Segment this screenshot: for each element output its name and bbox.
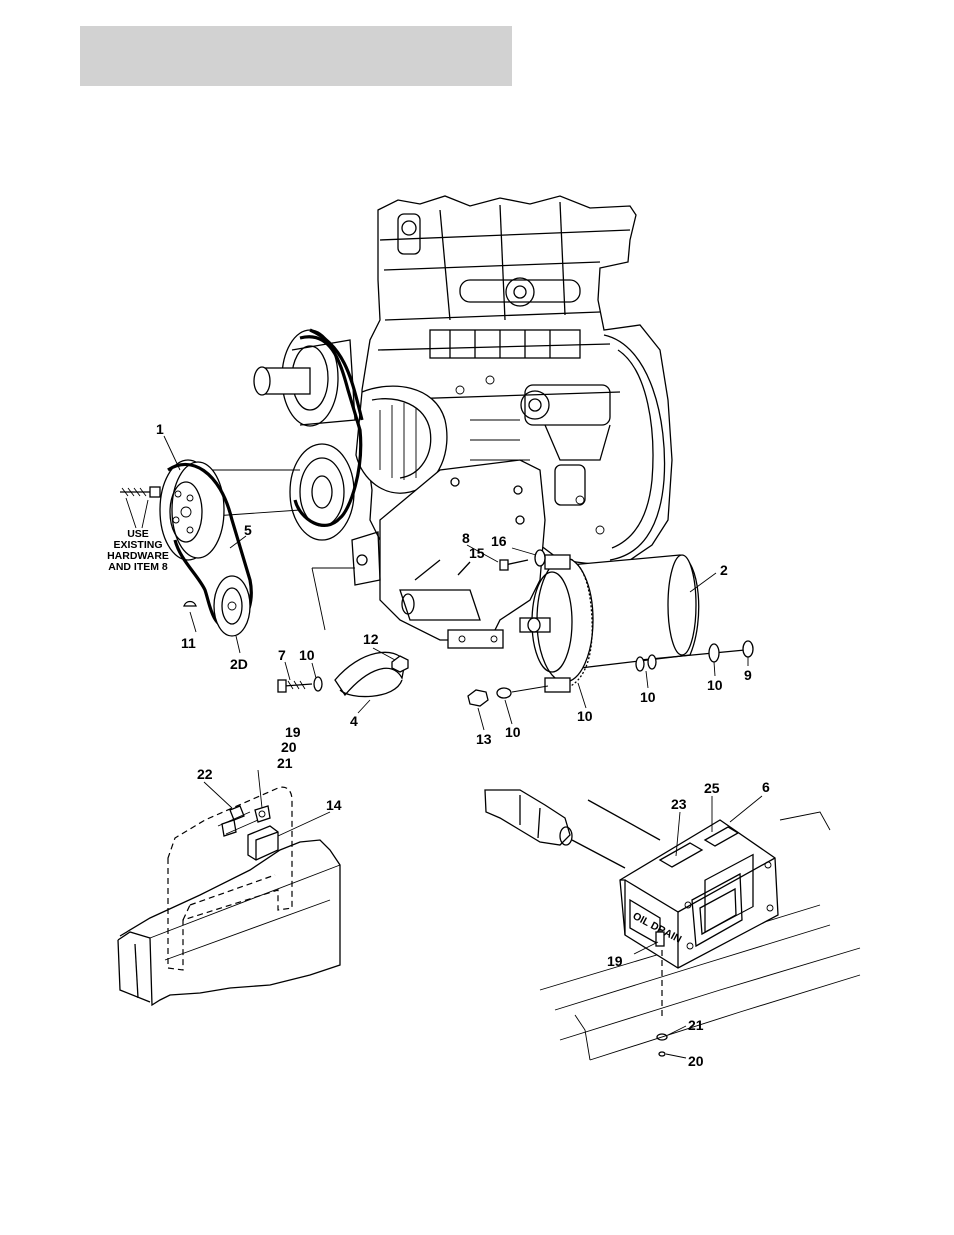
callout-14: 14 [326, 797, 342, 813]
callout-19b: 19 [607, 953, 623, 969]
callout-2d: 2D [230, 656, 248, 672]
pulley-bolts [120, 487, 160, 497]
woodruff-key [184, 602, 196, 607]
frame-rail-left [118, 787, 340, 1005]
callout-20b: 20 [688, 1053, 704, 1069]
callout-10a: 10 [299, 647, 315, 663]
callout-10d: 10 [577, 708, 593, 724]
callout-10b: 10 [707, 677, 723, 693]
washer-10c [648, 655, 656, 669]
callout-10c: 10 [640, 689, 656, 705]
callout-21b: 21 [688, 1017, 704, 1033]
callout-6: 6 [762, 779, 770, 795]
callout-8: 8 [462, 530, 470, 546]
callout-15: 15 [469, 545, 485, 561]
callout-2: 2 [720, 562, 728, 578]
washer-10b [636, 657, 644, 671]
drive-pulley [160, 460, 224, 560]
nut-13 [468, 690, 488, 706]
callout-4: 4 [350, 713, 358, 729]
callout-9: 9 [744, 667, 752, 683]
callout-13: 13 [476, 731, 492, 747]
callout-11: 11 [181, 635, 196, 651]
fan-pulley [254, 330, 355, 426]
pump-pulley [214, 576, 250, 636]
hardware-note: USE EXISTING HARDWARE AND ITEM 8 [107, 528, 169, 573]
callout-5: 5 [244, 522, 252, 538]
washer-10e [497, 688, 511, 698]
callout-1: 1 [156, 421, 164, 437]
relay-switch [218, 806, 278, 860]
callout-25: 25 [704, 780, 720, 796]
callout-23: 23 [671, 796, 687, 812]
support-arm [278, 652, 408, 696]
hydraulic-pump [520, 555, 699, 692]
callout-21a: 21 [277, 755, 293, 771]
callout-10e: 10 [505, 724, 521, 740]
callout-20a: 20 [281, 739, 297, 755]
note-line-4: AND ITEM 8 [108, 561, 168, 573]
callout-12: 12 [363, 631, 379, 647]
callout-16: 16 [491, 533, 507, 549]
callout-22: 22 [197, 766, 213, 782]
connector-harness [485, 790, 660, 868]
callout-19a: 19 [285, 724, 301, 740]
callout-7: 7 [278, 647, 286, 663]
